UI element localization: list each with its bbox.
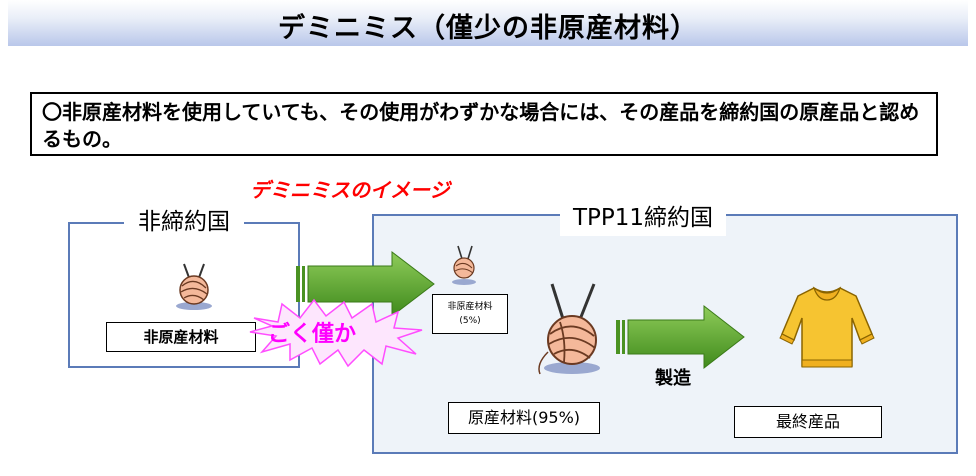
manufacture-label: 製造	[655, 368, 691, 389]
yarn-ball-icon	[176, 263, 212, 310]
image-label: デミニミスのイメージ	[250, 178, 450, 202]
definition-box: 〇非原産材料を使用していても、その使用がわずかな場合には、その産品を締約国の原産…	[30, 92, 938, 156]
tiny-amount-text: ごく僅か	[268, 322, 357, 347]
final-product-label: 最終産品	[734, 406, 882, 438]
title-bar: デミニミス（僅少の非原産材料）	[8, 0, 968, 46]
page-title: デミニミス（僅少の非原産材料）	[278, 13, 698, 44]
export-arrow	[296, 250, 435, 318]
sweater-icon	[779, 286, 875, 368]
non-originating-material-label: 非原産材料	[106, 322, 256, 352]
party-title: TPP11締約国	[560, 200, 726, 236]
small-material-pct: (5%)	[459, 316, 481, 326]
small-material-box: 非原産材料 (5%)	[432, 294, 508, 334]
small-material-label: 非原産材料	[447, 302, 493, 312]
yarn-ball-small-icon	[452, 245, 476, 285]
manufacture-arrow	[616, 304, 745, 370]
yarn-ball-large-icon	[538, 283, 600, 375]
tiny-amount-burst	[249, 298, 423, 368]
originating-material-label: 原産材料(95%)	[448, 402, 600, 434]
non-party-title: 非締約国	[124, 204, 244, 240]
